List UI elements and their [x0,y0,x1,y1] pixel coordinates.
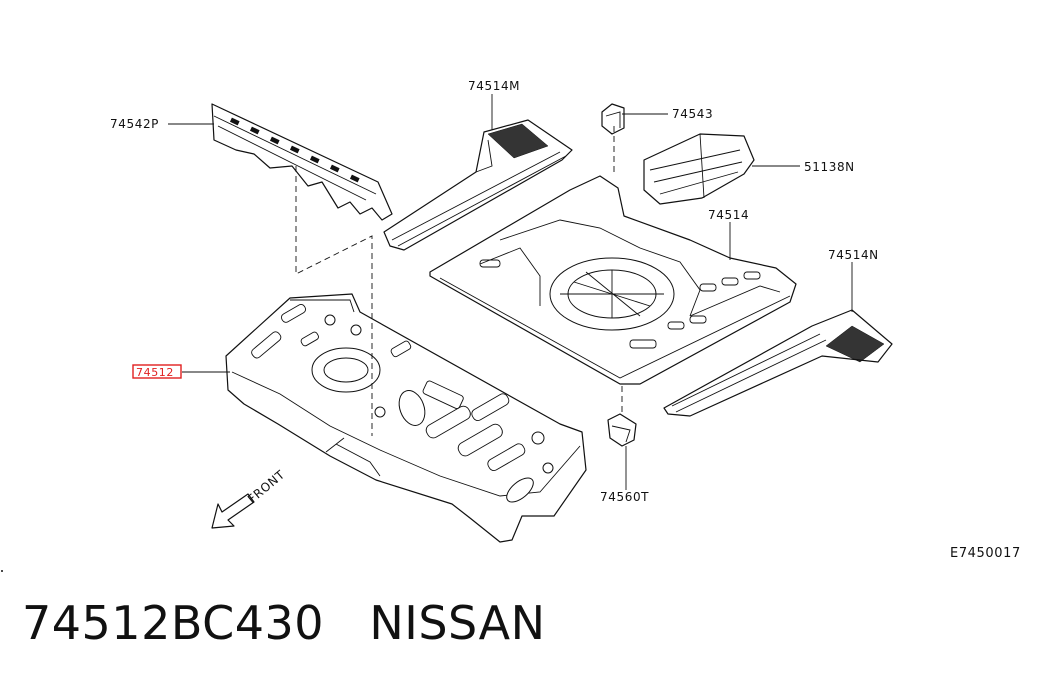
diagram-code: E7450017 [950,546,1021,561]
label-51138N: 51138N [804,160,855,174]
label-74514N: 74514N [828,248,879,262]
side-member-74514M [383,119,573,251]
label-74514: 74514 [708,208,749,222]
label-74512-highlight[interactable]: 74512 [132,364,182,379]
label-74514M: 74514M [468,79,520,93]
label-74543: 74543 [672,107,713,121]
alignment-lines [295,126,623,436]
front-label: FRONT [245,467,288,506]
floor-panel-74512 [225,293,587,543]
box-51138N [643,133,755,205]
rear-floor-74514 [429,175,797,385]
front-arrow: FRONT [211,467,288,529]
caption: 74512BC430 NISSAN [22,596,546,650]
leader-lines [168,94,853,490]
cross-member-74542P [211,103,393,221]
corner-mark [1,570,3,572]
label-74560T: 74560T [600,490,649,504]
bracket-74560T [607,413,637,447]
bracket-74543 [601,103,625,135]
label-74512: 74512 [136,366,174,379]
side-member-74514N [663,309,893,417]
label-74542P: 74542P [110,117,159,131]
